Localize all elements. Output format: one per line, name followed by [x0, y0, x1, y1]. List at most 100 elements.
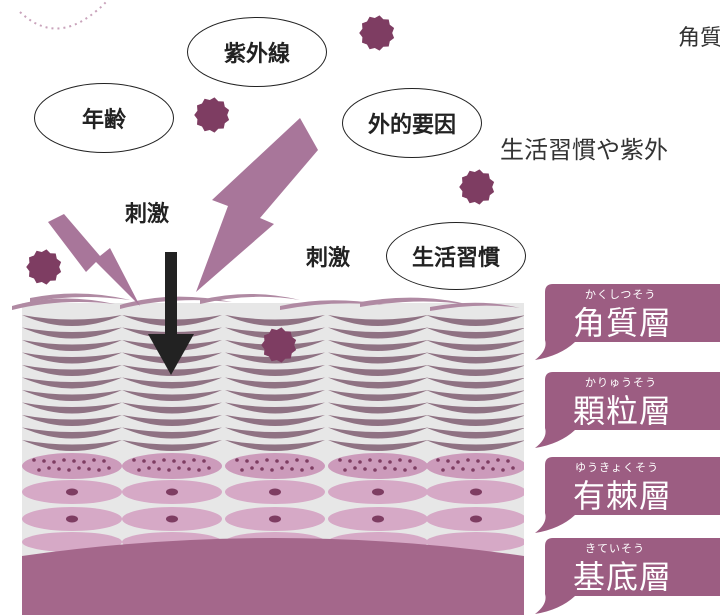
granular-cell — [426, 453, 524, 479]
granule-dot — [358, 460, 362, 464]
granule-dot — [192, 458, 196, 462]
granule-dot — [501, 468, 505, 472]
flaking-horny-flakes — [12, 293, 520, 311]
horny-cell — [122, 440, 222, 451]
granule-dot — [162, 458, 166, 462]
granule-dot — [172, 459, 176, 463]
granule-dot — [245, 459, 249, 463]
horny-cell — [22, 377, 122, 389]
granule-dot — [413, 466, 417, 470]
granule-dot — [255, 460, 259, 464]
horny-cell — [22, 402, 122, 414]
cell-nucleus — [372, 488, 384, 496]
layer-tab-shape — [535, 372, 720, 448]
horny-cell — [328, 327, 428, 339]
horny-cell — [426, 427, 524, 439]
granule-dot — [167, 468, 171, 472]
horny-cell — [426, 340, 524, 351]
layer-tab-shape — [535, 457, 720, 533]
horny-cell — [225, 427, 325, 439]
cell-nucleus — [269, 488, 281, 496]
granular-cell — [22, 453, 122, 479]
horny-cell — [22, 415, 122, 426]
horny-cell — [328, 402, 428, 414]
granule-dot — [57, 467, 61, 471]
granule-dot — [496, 458, 500, 462]
granule-dot — [285, 460, 289, 464]
stimulus-label: 刺激 — [306, 246, 351, 271]
granule-dot — [42, 459, 46, 463]
granule-dot — [436, 458, 440, 462]
lifestyle-bubble: 生活習慣 — [386, 222, 526, 290]
granule-dot — [137, 468, 141, 472]
horny-cell — [22, 327, 122, 339]
granule-dot — [481, 466, 485, 470]
granule-dot — [152, 460, 156, 464]
granule-dot — [270, 468, 274, 472]
granule-dot — [310, 466, 314, 470]
irritant-particle — [359, 15, 395, 51]
uv-bubble: 紫外線 — [187, 17, 327, 87]
granule-dot — [280, 466, 284, 470]
granule-dot — [506, 459, 510, 463]
granule-dot — [207, 466, 211, 470]
horny-cell — [122, 415, 222, 426]
irritant-particle — [459, 169, 495, 205]
granule-dot — [157, 467, 161, 471]
horny-cell — [22, 315, 122, 326]
layer-tab-shape — [535, 284, 720, 360]
granule-dot — [107, 466, 111, 470]
layer-name: 基底層 — [573, 558, 673, 596]
irritant-particle — [261, 327, 297, 363]
horny-cell — [225, 315, 325, 326]
horny-cell — [426, 315, 524, 326]
layer-ruby: かくしつそう — [585, 288, 657, 301]
granule-dot — [408, 459, 412, 463]
horny-cell-layer — [22, 315, 524, 451]
granule-dot — [290, 467, 294, 471]
horny-cell — [225, 377, 325, 389]
granule-dot — [147, 466, 151, 470]
cell-nucleus — [470, 515, 482, 523]
horny-cell — [328, 340, 428, 351]
granule-dot — [471, 468, 475, 472]
granule-dot — [77, 466, 81, 470]
horny-cell — [426, 440, 524, 451]
cell-nucleus — [66, 488, 78, 496]
granule-dot — [300, 468, 304, 472]
granule-dot — [456, 460, 460, 464]
granule-dot — [388, 460, 392, 464]
granule-dot — [52, 460, 56, 464]
horny-cell — [426, 415, 524, 426]
granule-dot — [476, 459, 480, 463]
layer-ruby: ゆうきょくそう — [575, 461, 659, 474]
horny-cell — [426, 327, 524, 339]
granule-dot — [486, 460, 490, 464]
horny-cell — [122, 402, 222, 414]
granule-dot — [202, 459, 206, 463]
layer-name: 有棘層 — [573, 477, 673, 515]
horny-cell — [328, 377, 428, 389]
granule-dot — [446, 459, 450, 463]
granule-dot — [67, 468, 71, 472]
granule-dot — [403, 468, 407, 472]
external-factor-bubble: 外的要因 — [342, 88, 482, 158]
irritant-particle — [26, 249, 62, 285]
granule-dot — [62, 458, 66, 462]
granule-dot — [197, 468, 201, 472]
horny-cell — [225, 365, 325, 376]
granular-cell — [328, 453, 428, 479]
granule-dot — [378, 459, 382, 463]
cell-nucleus — [166, 515, 178, 523]
granule-dot — [451, 466, 455, 470]
horny-cell — [22, 365, 122, 376]
caption-partial: 生活習慣や紫外 — [500, 136, 668, 164]
granule-dot — [240, 468, 244, 472]
basal-layer — [22, 538, 524, 615]
horny-cell — [122, 377, 222, 389]
horny-cell — [122, 390, 222, 401]
horny-cell — [22, 340, 122, 351]
granule-dot — [260, 467, 264, 471]
horny-cell — [225, 415, 325, 426]
horny-cell — [328, 365, 428, 376]
